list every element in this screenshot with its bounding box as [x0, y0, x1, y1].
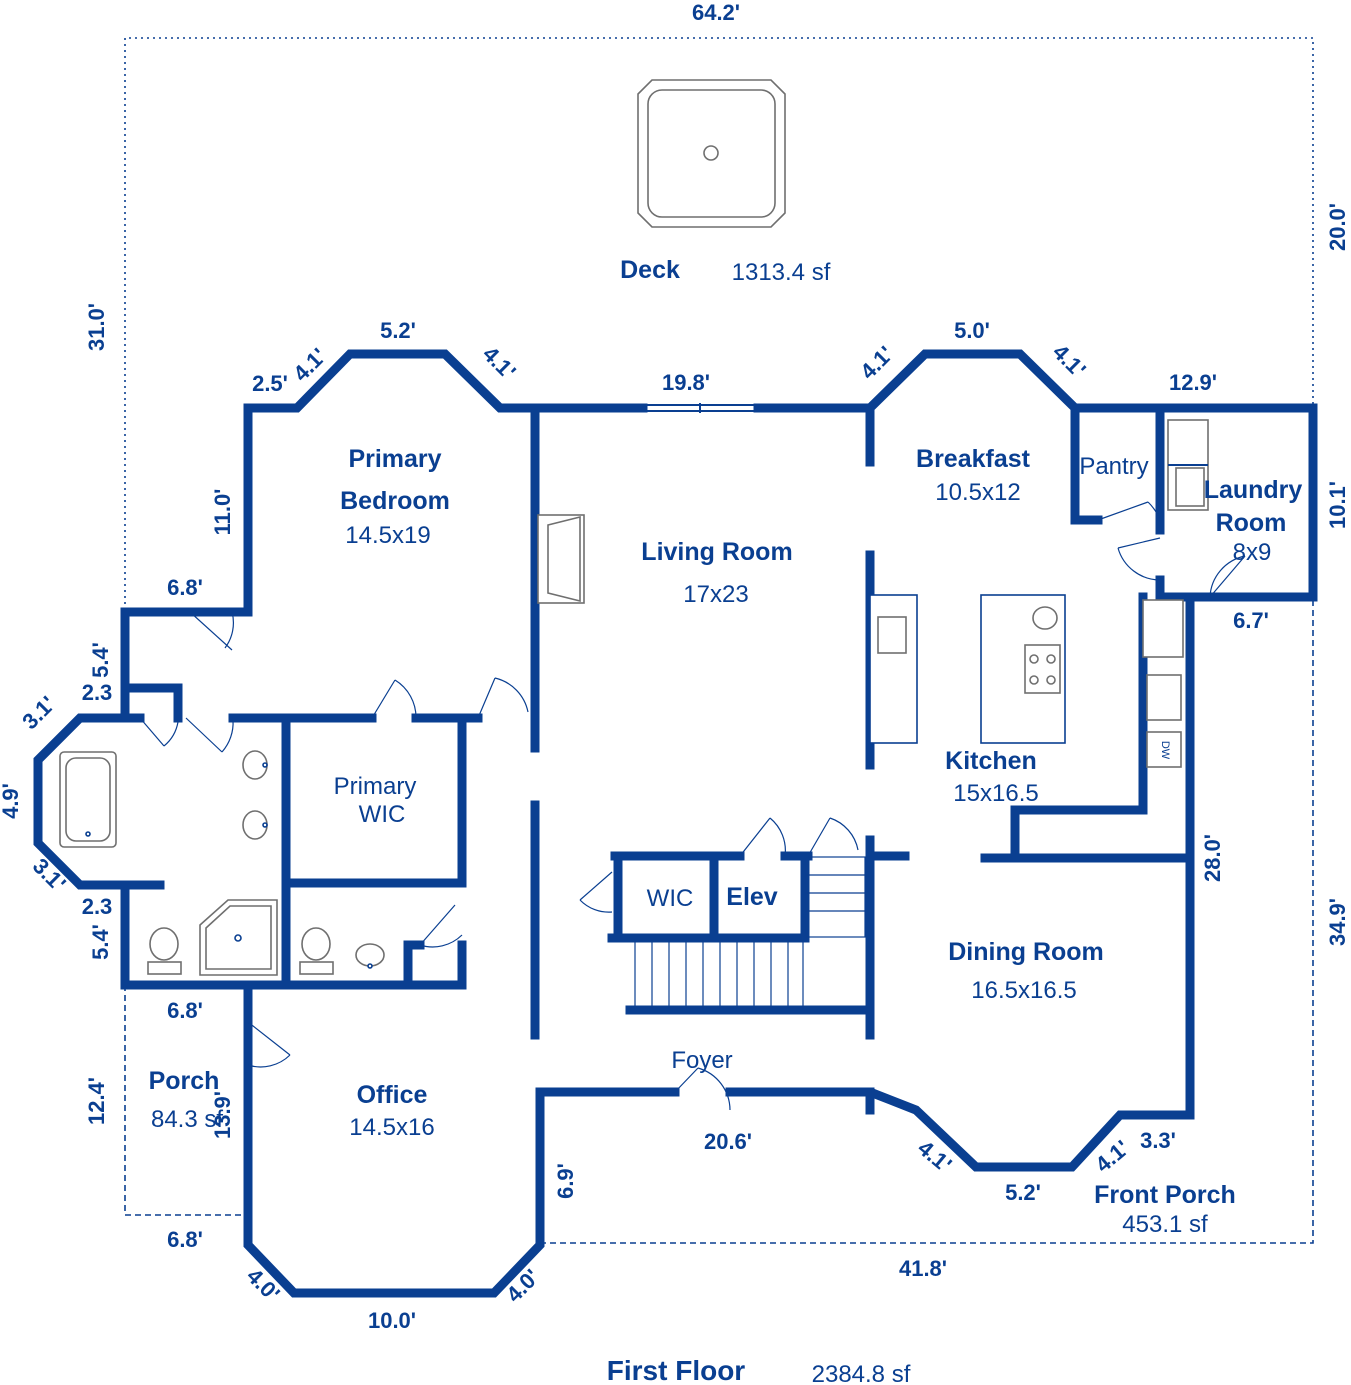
living-room-label: Living Room — [641, 538, 792, 566]
dim-bf-bay-top: 5.0' — [954, 318, 990, 343]
dim-bed-bay-top: 5.2' — [380, 318, 416, 343]
dim-kitchen-right: 28.0' — [1200, 834, 1225, 882]
kitchen-size: 15x16.5 — [953, 780, 1038, 807]
washer-dryer — [1167, 419, 1209, 511]
living-room-size: 17x23 — [683, 581, 748, 608]
deck-area: 1313.4 sf — [732, 259, 831, 286]
bath-sinks — [242, 750, 268, 840]
dim-deck-depth: 20.0' — [1325, 203, 1350, 251]
dim-bath-left-upper: 5.4' — [88, 642, 113, 678]
porch-outline — [124, 985, 248, 1216]
elev-label: Elev — [726, 883, 778, 911]
dining-room-label: Dining Room — [948, 938, 1104, 966]
dining-room-size: 16.5x16.5 — [971, 977, 1076, 1004]
laundry-size: 8x9 — [1233, 539, 1272, 566]
dim-porch-right: 13.9' — [210, 1091, 235, 1139]
laundry-label-2: Room — [1216, 509, 1287, 537]
stairs-lower — [634, 939, 804, 1009]
dim-front-bay: 5.2' — [1005, 1180, 1041, 1205]
porch-area: 84.3 sf — [151, 1106, 223, 1133]
dim-laundry-right: 10.1' — [1325, 481, 1350, 529]
hot-tub — [637, 79, 786, 228]
dim-office-right: 6.9' — [553, 1163, 578, 1199]
dim-bed-bay-right-angle: 4.1' — [478, 341, 521, 384]
kitchen-counter-left — [869, 594, 918, 744]
fireplace — [537, 514, 585, 604]
stairs-upper — [804, 856, 866, 938]
front-porch-outline — [540, 600, 1314, 1244]
primary-bedroom-label-2: Bedroom — [340, 487, 450, 515]
dim-front-porch-width: 41.8' — [899, 1256, 947, 1281]
dim-overall-width: 64.2' — [692, 0, 740, 25]
breakfast-label: Breakfast — [916, 445, 1031, 473]
doors — [139, 501, 1246, 1111]
dim-left-overall: 31.0' — [84, 303, 109, 351]
dim-bath-angle-lower: 3.1' — [28, 853, 71, 896]
kitchen-label: Kitchen — [945, 747, 1037, 775]
sliding-door — [643, 403, 758, 413]
deck-label: Deck — [620, 256, 680, 284]
dim-laundry-bottom: 6.7' — [1233, 608, 1269, 633]
office-label: Office — [357, 1081, 428, 1109]
foyer-label: Foyer — [671, 1047, 732, 1074]
pantry-label: Pantry — [1079, 453, 1148, 480]
kitchen-counter-right — [1142, 599, 1184, 768]
dim-front-stub: 3.3' — [1140, 1128, 1176, 1153]
dim-bath-stub-lower: 2.3 — [82, 894, 113, 919]
primary-wic-label-2: WIC — [359, 801, 406, 828]
dim-bath-left: 4.9' — [0, 783, 23, 819]
dim-bath-step-top: 6.8' — [167, 575, 203, 600]
deck-outline — [124, 37, 1314, 610]
sink-wic — [355, 943, 385, 969]
kitchen-island — [980, 594, 1066, 744]
office-size: 14.5x16 — [349, 1114, 434, 1141]
toilet-primary — [147, 927, 182, 975]
dim-living-top: 19.8' — [662, 370, 710, 395]
dim-office-angle-right: 4.0' — [501, 1264, 544, 1307]
dim-office-angle-left: 4.0' — [242, 1263, 285, 1306]
primary-wic-label-1: Primary — [334, 773, 417, 800]
dim-bath-angle-upper: 3.1' — [17, 691, 60, 734]
breakfast-size: 10.5x12 — [935, 479, 1020, 506]
dim-bf-bay-right-angle: 4.1' — [1048, 339, 1091, 382]
dishwasher-icon: DW — [1159, 741, 1171, 760]
dishwasher-label: DW — [1159, 741, 1171, 760]
laundry-label-1: Laundry — [1204, 476, 1303, 504]
dim-bf-bay-left-angle: 4.1' — [855, 341, 898, 384]
dim-laundry-top: 12.9' — [1169, 370, 1217, 395]
dim-porch-left: 12.4' — [84, 1077, 109, 1125]
porch-label: Porch — [149, 1067, 220, 1095]
dim-office-bottom: 10.0' — [368, 1308, 416, 1333]
dim-right-overall: 34.9' — [1325, 898, 1350, 946]
bathtub — [59, 751, 117, 848]
toilet-wic — [299, 927, 334, 975]
dim-porch-bottom: 6.8' — [167, 1227, 203, 1252]
dim-front-wall: 20.6' — [704, 1129, 752, 1154]
dim-bath-bottom: 6.8' — [167, 998, 203, 1023]
dim-bed-left-wall: 11.0' — [210, 489, 235, 536]
dim-bed-bay-left-stub: 2.5' — [252, 371, 288, 396]
floor-total-area: 2384.8 sf — [812, 1361, 911, 1385]
floor-title: First Floor — [607, 1355, 746, 1385]
front-porch-area: 453.1 sf — [1122, 1211, 1208, 1238]
dim-bath-stub-upper: 2.3 — [82, 680, 113, 705]
interior-walls — [120, 407, 1215, 1115]
wic-label: WIC — [647, 885, 694, 912]
shower — [199, 899, 278, 976]
primary-bedroom-label-1: Primary — [348, 445, 441, 473]
primary-bedroom-size: 14.5x19 — [345, 522, 430, 549]
dim-bath-left-lower: 5.4' — [88, 924, 113, 960]
front-porch-label: Front Porch — [1094, 1181, 1236, 1209]
